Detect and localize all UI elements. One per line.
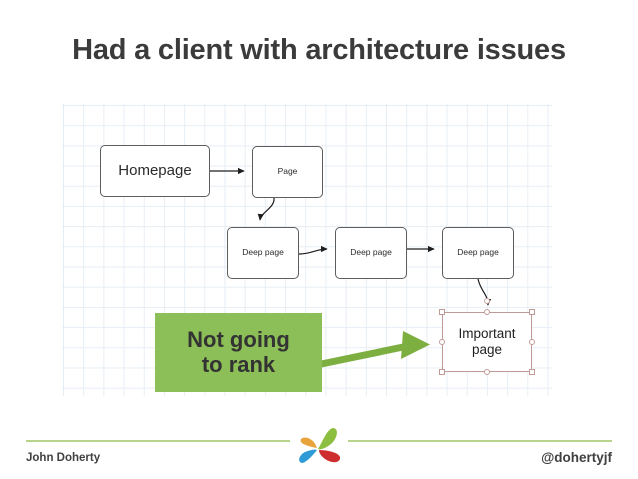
node-deep-page-3[interactable]: Deep page <box>442 227 514 279</box>
node-deep-page-2-label: Deep page <box>350 247 392 258</box>
node-deep-page-1[interactable]: Deep page <box>227 227 299 279</box>
footer-divider-right <box>348 440 612 442</box>
resize-handle-bottom-center[interactable] <box>484 369 490 375</box>
resize-handle-bottom-right[interactable] <box>529 369 535 375</box>
page-title: Had a client with architecture issues <box>72 34 566 66</box>
edge-page-to-deep1 <box>257 197 275 221</box>
footer-author-name: John Doherty <box>26 452 101 464</box>
node-homepage-label: Homepage <box>118 162 192 180</box>
node-deep-page-3-label: Deep page <box>457 247 499 258</box>
resize-handle-top-right[interactable] <box>529 309 535 315</box>
resize-handle-top-center[interactable] <box>484 309 490 315</box>
pinwheel-logo-icon <box>299 428 341 463</box>
node-deep-page-2[interactable]: Deep page <box>335 227 407 279</box>
resize-handle-middle-right[interactable] <box>529 339 535 345</box>
resize-handle-middle-left[interactable] <box>439 339 445 345</box>
node-important-page-label: Important page <box>458 326 516 357</box>
node-homepage[interactable]: Homepage <box>100 145 210 197</box>
node-page-label: Page <box>277 166 298 177</box>
callout-box: Not going to rank <box>155 313 322 392</box>
node-deep-page-1-label: Deep page <box>242 247 284 258</box>
node-important-page[interactable]: Important page <box>442 312 532 372</box>
rotate-handle[interactable] <box>484 298 490 304</box>
edge-deep1-to-deep2 <box>298 245 328 255</box>
resize-handle-bottom-left[interactable] <box>439 369 445 375</box>
footer-social-handle: @dohertyjf <box>541 450 612 465</box>
callout-text: Not going to rank <box>187 326 290 377</box>
node-page[interactable]: Page <box>252 146 323 198</box>
resize-handle-top-left[interactable] <box>439 309 445 315</box>
footer-divider-left <box>26 440 290 442</box>
